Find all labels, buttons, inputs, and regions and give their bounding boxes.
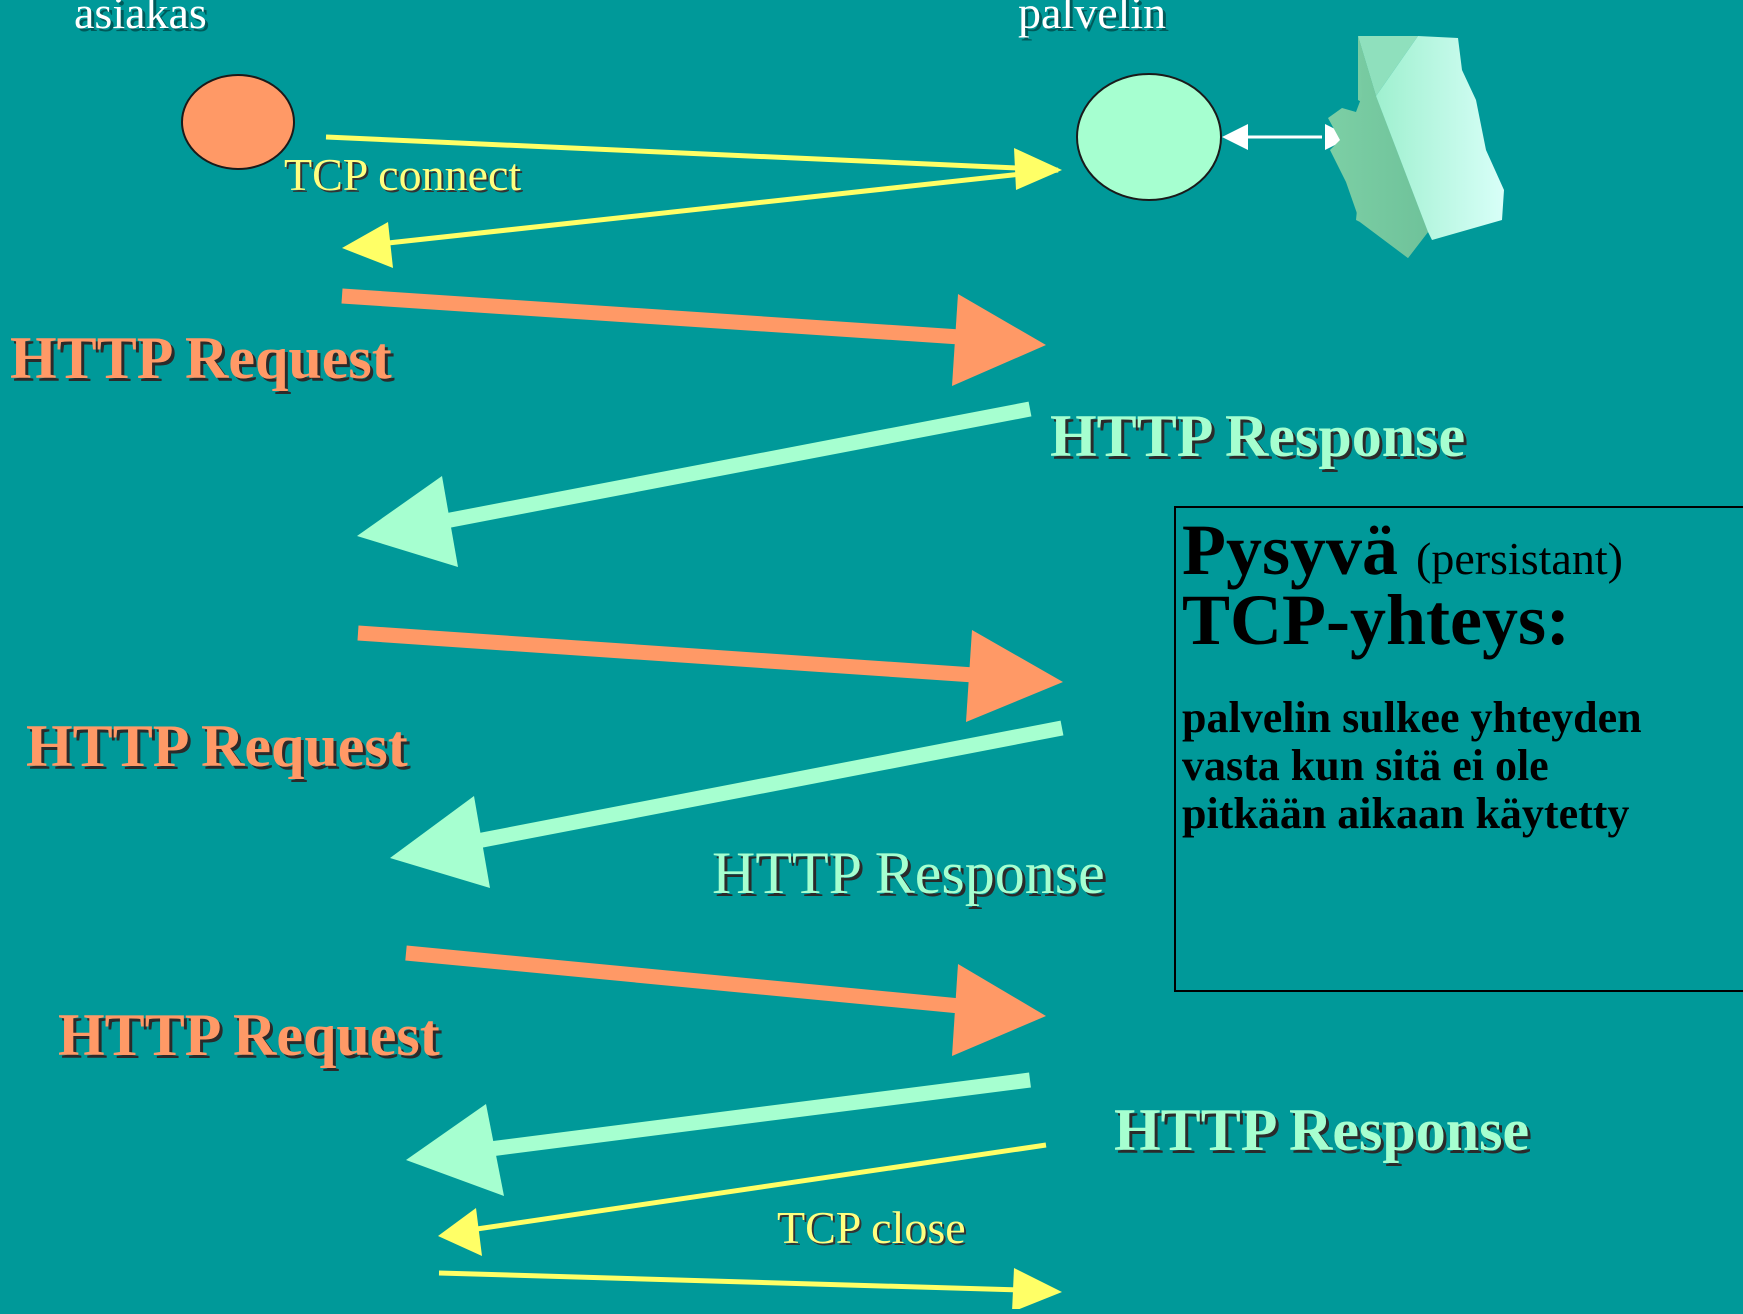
client-label: asiakas <box>74 0 207 38</box>
http-response-arrow-3 <box>406 1072 1031 1196</box>
tcp-connect-label: TCP connect <box>284 149 522 200</box>
client-node <box>181 74 295 170</box>
note-title-sub: (persistant) <box>1416 533 1623 584</box>
tcp-connect-ack-arrow <box>342 167 1059 268</box>
http-request-arrow-3 <box>405 945 1046 1056</box>
note-body-line: pitkään aikaan käytetty <box>1182 789 1630 839</box>
note-title-line2: TCP-yhteys: <box>1182 579 1570 660</box>
note-title: Pysyvä (persistant) TCP-yhteys: <box>1182 514 1743 656</box>
server-node <box>1076 73 1222 201</box>
http-request-label-3: HTTP Request <box>58 1002 440 1068</box>
http-request-arrow-2 <box>357 625 1063 722</box>
note-title-main: Pysyvä <box>1182 510 1398 590</box>
http-request-label-2: HTTP Request <box>26 713 408 779</box>
note-body-line: palvelin sulkee yhteyden <box>1182 692 1642 742</box>
server-database-link <box>1222 124 1351 150</box>
note-body: palvelin sulkee yhteyden vasta kun sitä … <box>1182 692 1743 839</box>
note-body-line: vasta kun sitä ei ole <box>1182 741 1549 791</box>
http-response-label-1: HTTP Response <box>1050 403 1466 469</box>
tcp-close-label: TCP close <box>777 1202 966 1253</box>
persistent-connection-note: Pysyvä (persistant) TCP-yhteys: palvelin… <box>1174 506 1743 992</box>
http-response-arrow-1 <box>357 401 1032 567</box>
http-response-label-2: HTTP Response <box>712 840 1105 906</box>
database-icon <box>1328 36 1504 258</box>
http-response-label-3: HTTP Response <box>1114 1097 1530 1163</box>
tcp-connect-arrow <box>325 134 1062 190</box>
http-request-arrow-1 <box>341 288 1046 386</box>
server-label: palvelin <box>1018 0 1167 38</box>
http-request-label-1: HTTP Request <box>10 325 392 391</box>
http-response-arrow-2 <box>390 720 1064 888</box>
tcp-close-arrow <box>438 1142 1047 1256</box>
tcp-close-ack-arrow <box>438 1268 1062 1312</box>
